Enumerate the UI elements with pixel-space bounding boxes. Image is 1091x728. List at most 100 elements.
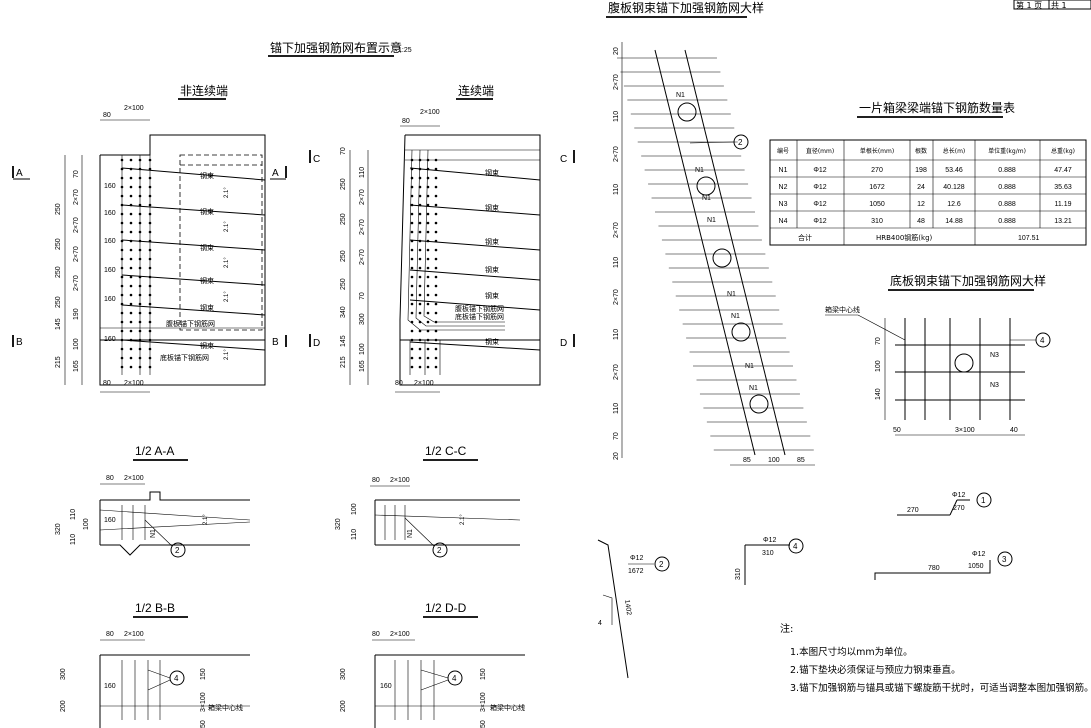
- rebar-dot: [120, 230, 124, 234]
- rebar-dot: [138, 212, 142, 216]
- table-cell: 310: [871, 218, 883, 225]
- table-header: 总重(kg): [1051, 147, 1075, 155]
- dim-2x70: 2×70: [73, 275, 80, 291]
- tendon-label: 钢束: [200, 341, 214, 350]
- dim-145: 145: [55, 318, 62, 330]
- rebar-dot: [148, 293, 152, 297]
- rebar-dot: [129, 194, 133, 198]
- rebar-dot: [120, 185, 124, 189]
- rebar-dot: [434, 293, 438, 297]
- table-cell: N4: [779, 218, 788, 225]
- rebar-dot: [129, 230, 133, 234]
- rebar-dot: [418, 194, 422, 198]
- dim-110: 110: [613, 111, 620, 122]
- dim-340: 340: [340, 306, 347, 318]
- tendon-label: 钢束: [200, 171, 214, 180]
- rebar-dot: [148, 212, 152, 216]
- table-cell: 40.128: [943, 184, 965, 191]
- layout-title: 锚下加强钢筋网布置示意: [270, 40, 402, 55]
- dim-50: 50: [893, 427, 901, 434]
- rebar-dot: [410, 302, 414, 306]
- rebar-dot: [426, 230, 430, 234]
- rebar-dot: [426, 266, 430, 270]
- dim-70: 70: [73, 170, 80, 178]
- rebar-dot: [138, 221, 142, 225]
- beam-center-label: 箱梁中心线: [490, 703, 525, 712]
- dim-2x100: 2×100: [124, 380, 144, 387]
- slope-label: 2.1°: [224, 221, 230, 232]
- rebar-dot: [426, 365, 430, 369]
- rebar-dot: [120, 212, 124, 216]
- dim-2x70: 2×70: [359, 219, 366, 235]
- dim-2x70: 2×70: [613, 289, 620, 305]
- table-cell: 47.47: [1054, 167, 1072, 174]
- rebar-dot: [129, 293, 133, 297]
- rebar-dot: [138, 185, 142, 189]
- tendon-label: 钢束: [485, 203, 499, 212]
- dim-300: 300: [60, 668, 67, 680]
- rebar-dot: [426, 194, 430, 198]
- rebar-dot: [120, 320, 124, 324]
- dim-250: 250: [55, 296, 62, 308]
- rebar-dot: [148, 176, 152, 180]
- rebar-dot: [418, 302, 422, 306]
- dim-80: 80: [372, 477, 380, 484]
- rebar-dot: [148, 194, 152, 198]
- n1-label: N1: [695, 167, 704, 174]
- dim-100: 100: [351, 503, 358, 515]
- dim-110: 110: [613, 329, 620, 340]
- table-cell: Φ12: [813, 201, 826, 208]
- rebar-dot: [434, 221, 438, 225]
- table-cell: 53.46: [945, 167, 963, 174]
- tendon-label: 钢束: [485, 337, 499, 346]
- rebar-dot: [120, 266, 124, 270]
- dim-215: 215: [340, 356, 347, 368]
- table-cell: 12: [917, 201, 925, 208]
- bar-4-dia: Φ12: [763, 537, 776, 544]
- rebar-dot: [138, 230, 142, 234]
- rebar-dot: [434, 185, 438, 189]
- dim-250: 250: [55, 238, 62, 250]
- table-header: 单位重(kg/m): [988, 147, 1026, 155]
- bar-1-dia: Φ12: [952, 492, 965, 499]
- dim-70: 70: [359, 292, 366, 300]
- rebar-dot: [129, 284, 133, 288]
- rebar-dot: [138, 338, 142, 342]
- dim-2x100: 2×100: [414, 380, 434, 387]
- dim-40: 40: [1010, 427, 1018, 434]
- dim-3x100: 3×100: [955, 427, 975, 434]
- rebar-dot: [426, 284, 430, 288]
- dim-165: 165: [359, 360, 366, 372]
- note-1: 1.本图尺寸均以mm为单位。: [790, 646, 913, 658]
- rebar-dot: [410, 338, 414, 342]
- dim-250: 250: [55, 203, 62, 215]
- dim-110: 110: [613, 257, 620, 268]
- dim-160: 160: [104, 683, 116, 690]
- rebar-dot: [120, 275, 124, 279]
- table-cell: 48: [917, 218, 925, 225]
- n1-label: N1: [745, 363, 754, 370]
- dim-2x100: 2×100: [390, 631, 410, 638]
- table-total-label: 合计: [798, 233, 812, 242]
- rebar-dot: [434, 329, 438, 333]
- web-net-label: 腹板锚下钢筋网: [166, 319, 215, 328]
- dim-3x100: 3×100: [480, 692, 487, 712]
- dim-150: 150: [480, 668, 487, 680]
- rebar-dot: [434, 311, 438, 315]
- rebar-dot: [410, 230, 414, 234]
- rebar-dot: [418, 365, 422, 369]
- table-cell: Φ12: [813, 218, 826, 225]
- rebar-dot: [410, 329, 414, 333]
- table-cell: 13.21: [1054, 218, 1072, 225]
- tendon-label: 钢束: [200, 276, 214, 285]
- rebar-dot: [426, 302, 430, 306]
- rebar-dot: [434, 257, 438, 261]
- slope-label: 2.1°: [224, 349, 230, 360]
- rebar-dot: [129, 329, 133, 333]
- note-2: 2.锚下垫块必须保证与预应力钢束垂直。: [790, 664, 961, 676]
- rebar-dot: [426, 212, 430, 216]
- table-header: 直径(mm): [806, 147, 834, 155]
- rebar-dot: [129, 257, 133, 261]
- table-header: 单根长(mm): [860, 147, 894, 155]
- rebar-dot: [138, 329, 142, 333]
